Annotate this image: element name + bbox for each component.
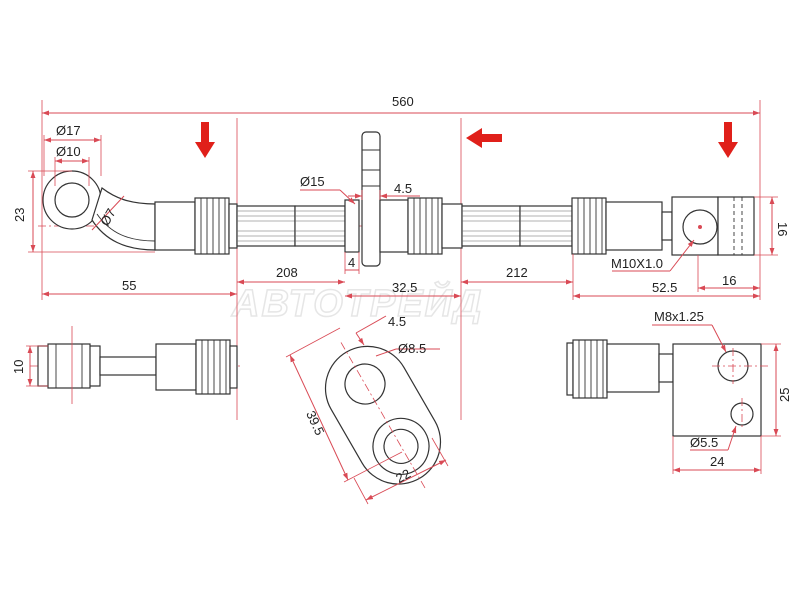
main-hose-view bbox=[38, 131, 755, 267]
bracket-plate-view bbox=[324, 342, 442, 489]
eye-side-view: 10 bbox=[11, 326, 240, 404]
arrow-down-left-icon bbox=[195, 122, 215, 158]
dim-eye-outer: Ø17 bbox=[56, 123, 81, 138]
direction-arrows bbox=[195, 122, 738, 158]
dim-block-hole: Ø5.5 bbox=[690, 435, 718, 450]
dim-plate-width: 22 bbox=[393, 466, 413, 486]
block-side-view bbox=[566, 339, 770, 437]
dim-left-view-height: 10 bbox=[11, 360, 26, 374]
dim-block-width: 24 bbox=[710, 454, 724, 469]
dim-fitting-width: 16 bbox=[722, 273, 736, 288]
dim-block-thread: M8x1.25 bbox=[654, 309, 704, 324]
dim-seg-32-5: 32.5 bbox=[392, 280, 417, 295]
dim-eye-height: 23 bbox=[12, 208, 27, 222]
banjo-eye-hole bbox=[54, 182, 90, 218]
arrow-down-right-icon bbox=[718, 122, 738, 158]
dim-total-length-label: 560 bbox=[392, 94, 414, 109]
dim-bracket-thk: 4.5 bbox=[394, 181, 412, 196]
bracket-plate-dimensions: 4.5 Ø8.5 39.5 22 bbox=[285, 314, 449, 505]
dim-block-height: 25 bbox=[777, 388, 792, 402]
dim-seg-208: 208 bbox=[276, 265, 298, 280]
mounting-bracket bbox=[361, 131, 381, 267]
dim-seg-left: 55 bbox=[122, 278, 136, 293]
top-view-dimensions: Ø17 Ø10 23 Ø7 55 Ø15 4.5 4 208 bbox=[12, 123, 790, 300]
dim-bracket-gap: 4 bbox=[348, 255, 355, 270]
crimp-ring-left bbox=[194, 197, 230, 255]
arrow-left-icon bbox=[466, 128, 502, 148]
dim-fitting-height: 16 bbox=[775, 222, 790, 236]
block-side-dimensions: M8x1.25 25 Ø5.5 24 bbox=[652, 309, 792, 474]
dim-total-length: 560 bbox=[42, 94, 760, 116]
watermark-text: АВТОТРЕЙД bbox=[231, 280, 483, 325]
dim-seg-212: 212 bbox=[506, 265, 528, 280]
dim-plate-length: 39.5 bbox=[303, 408, 327, 437]
dim-bracket-dia: Ø15 bbox=[300, 174, 325, 189]
dim-eye-inner: Ø10 bbox=[56, 144, 81, 159]
dim-plate-hole: Ø8.5 bbox=[398, 341, 426, 356]
dim-fitting-thread: M10X1.0 bbox=[611, 256, 663, 271]
dim-seg-52-5: 52.5 bbox=[652, 280, 677, 295]
dim-plate-thk: 4.5 bbox=[388, 314, 406, 329]
